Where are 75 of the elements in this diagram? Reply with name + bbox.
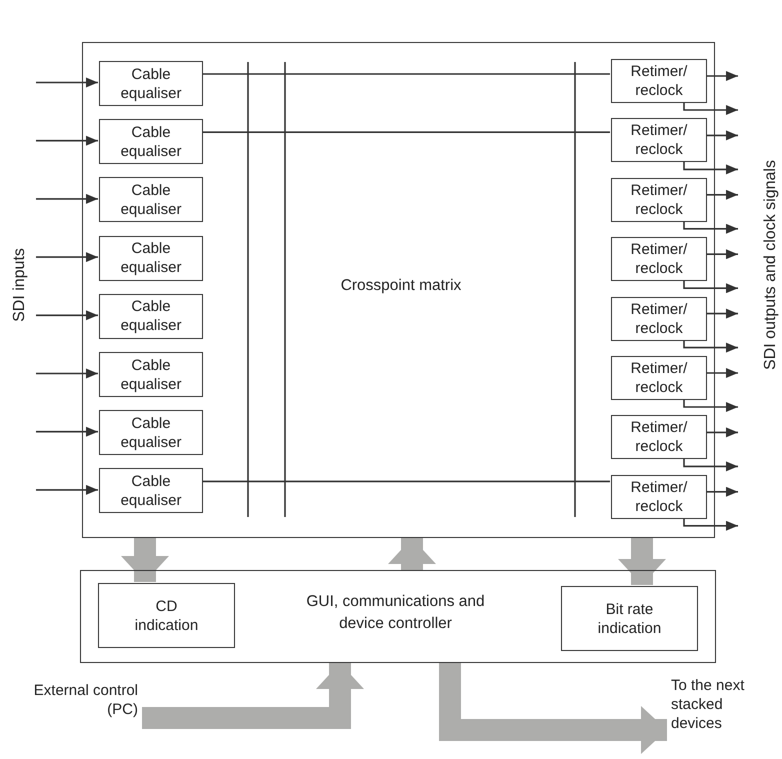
block-label: Cable equaliser [120,64,182,102]
block-label: Cable equaliser [120,472,182,510]
function-block [611,118,707,162]
block-label: Cable equaliser [120,122,182,161]
arrow [683,102,738,115]
block-label: Cable equaliser [120,297,182,336]
function-block [611,474,707,519]
block-arrow [121,538,169,582]
controller-label: GUI, communications and device controller [305,592,486,634]
arrow [36,368,98,378]
block-label: Retimer/ reclock [630,418,688,456]
function-block [611,59,707,103]
signal-line [202,480,610,482]
note-text: To the next stacked devices [670,676,746,732]
block-label: Retimer/ reclock [630,62,688,100]
arrow [683,518,738,531]
block-arrow [388,538,436,570]
controller-box [80,570,716,663]
function-block [611,415,707,460]
arrow [683,280,738,294]
function-block [99,236,203,281]
block-label: Retimer/ reclock [630,300,688,338]
function-block [99,468,203,514]
arrow [36,484,98,495]
arrow [706,130,738,140]
block-label: Retimer/ reclock [630,121,688,160]
arrow [36,252,98,262]
function-block [611,178,707,222]
function-block [611,237,707,282]
side-label: SDI outputs and clock signals [762,160,780,370]
arrow [706,368,738,378]
function-block [561,586,698,651]
arrow [36,426,98,437]
arrow [706,249,738,260]
arrow [683,399,738,412]
arrow [706,190,738,200]
block-arrow [142,663,364,729]
block-label: Bit rate indication [596,600,662,638]
arrow [683,340,738,353]
block-label: Retimer/ reclock [630,359,688,397]
signal-line [202,73,610,75]
block-label: Cable equaliser [120,414,182,452]
block-label: Cable equaliser [120,239,182,278]
arrow [706,486,738,497]
function-block [99,352,203,397]
function-block [99,119,203,164]
arrow [706,427,738,438]
block-label: CD indication [134,596,200,634]
function-block [98,583,235,648]
arrow [706,308,738,319]
arrow [706,71,738,81]
block-arrow [618,538,666,585]
function-block [99,61,203,106]
function-block [611,356,707,400]
block-label: Cable equaliser [120,180,182,219]
function-block [99,410,203,456]
matrix-frame [82,42,715,538]
arrow [683,161,738,174]
block-label: Retimer/ reclock [630,180,688,219]
arrow [36,194,98,204]
arrow [683,220,738,234]
note-text: External control (PC) [32,681,139,719]
arrow [36,78,98,88]
arrow [36,310,98,320]
side-label: SDI inputs [11,248,29,322]
matrix-label: Crosspoint matrix [340,276,462,296]
arrow [683,458,738,472]
function-block [611,296,707,341]
block-label: Retimer/ reclock [630,240,688,278]
signal-line [202,131,610,133]
function-block [99,177,203,222]
arrow [36,136,98,146]
function-block [99,294,203,339]
block-label: Cable equaliser [120,356,182,394]
block-label: Retimer/ reclock [630,478,688,516]
